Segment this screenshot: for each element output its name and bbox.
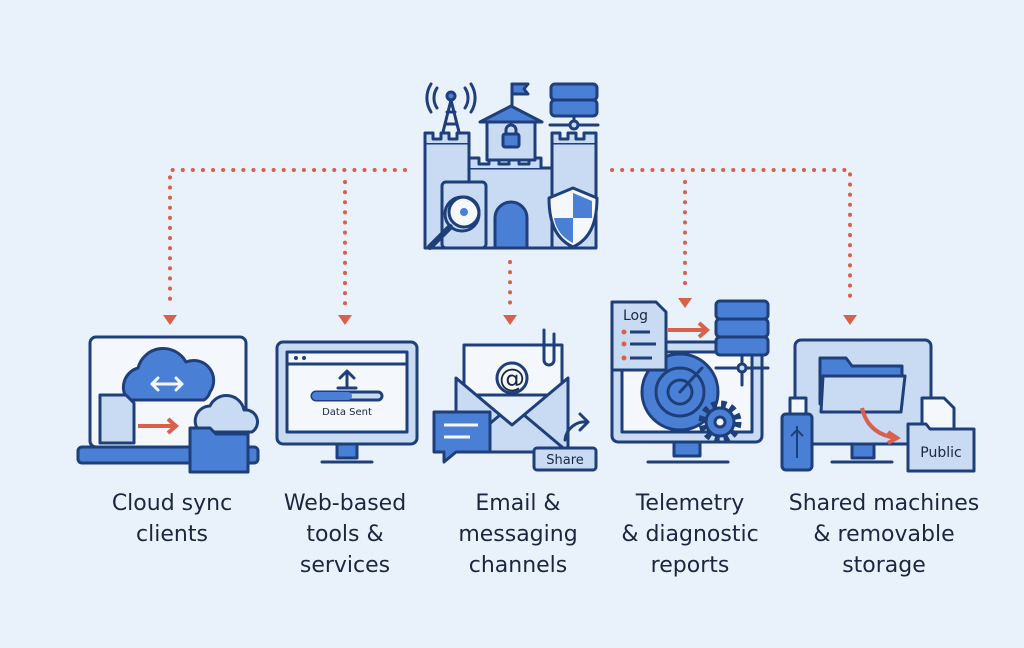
label-line: messaging (458, 522, 578, 547)
svg-text:Public: Public (920, 445, 961, 461)
arrowhead-icon (843, 315, 857, 325)
connector-shared (610, 168, 852, 307)
shield-icon (547, 186, 599, 249)
castle-hub (423, 82, 600, 250)
transfer-arrow-icon (138, 417, 180, 435)
send-arrow-icon (668, 321, 711, 339)
gear-icon (698, 400, 742, 444)
upload-icon (336, 369, 358, 390)
flag-icon (510, 82, 530, 110)
share-arrow-icon (563, 412, 590, 442)
folder-icon (188, 426, 250, 474)
label-line: Telemetry (635, 491, 745, 516)
svg-text:Share: Share (546, 453, 584, 468)
label-web-tools: Web-based tools & services (245, 488, 445, 581)
upload-progress (312, 392, 352, 400)
label-shared-machines: Shared machines & removable storage (764, 488, 1004, 581)
label-line: reports (650, 553, 730, 578)
cloud-icon (121, 346, 216, 402)
label-line: Cloud sync (111, 491, 233, 516)
arrowhead-icon (338, 315, 352, 325)
connector-cloud (168, 168, 407, 307)
server-icon (548, 82, 600, 131)
arrowhead-icon (678, 298, 692, 308)
telemetry-monitor: Log (610, 299, 770, 464)
lock-icon (501, 123, 521, 149)
paperclip-icon (542, 328, 556, 367)
hard-drive-icon (440, 180, 488, 250)
label-email: Email & messaging channels (418, 488, 618, 581)
castle-gate (493, 200, 529, 250)
label-line: Web-based (283, 491, 407, 516)
label-line: Shared machines (788, 491, 980, 516)
label-line: services (299, 553, 391, 578)
label-line: storage (842, 553, 926, 578)
keep (485, 120, 537, 162)
label-line: Email & (475, 491, 561, 516)
label-line: channels (468, 553, 568, 578)
arrowhead-icon (163, 315, 177, 325)
label-line: & removable (813, 522, 955, 547)
document-icon (98, 393, 136, 445)
label-telemetry: Telemetry & diagnostic reports (590, 488, 790, 581)
label-line: clients (136, 522, 208, 547)
server-icon (714, 299, 770, 387)
email-envelope: @ Share (432, 328, 598, 472)
move-arrow-icon (860, 407, 901, 445)
magnifier-icon (427, 195, 481, 250)
at-sign-icon: @ (499, 364, 525, 394)
share-button (532, 446, 598, 472)
public-folder-icon (906, 422, 976, 473)
usb-drive-icon (780, 396, 814, 472)
arrowhead-icon (503, 315, 517, 325)
shared-machine-monitor: Public (780, 338, 976, 473)
browser-upload-monitor: Data Sent (275, 340, 419, 464)
connectors (163, 168, 857, 325)
label-line: tools & (306, 522, 384, 547)
label-line: & diagnostic (621, 522, 759, 547)
data-sent-text: Data Sent (322, 407, 372, 418)
svg-text:Log: Log (623, 308, 648, 324)
cloud-sync-laptop (76, 335, 260, 474)
label-cloud-sync: Cloud sync clients (72, 488, 272, 550)
log-document-icon (610, 300, 668, 372)
radio-tower-icon (425, 82, 477, 138)
